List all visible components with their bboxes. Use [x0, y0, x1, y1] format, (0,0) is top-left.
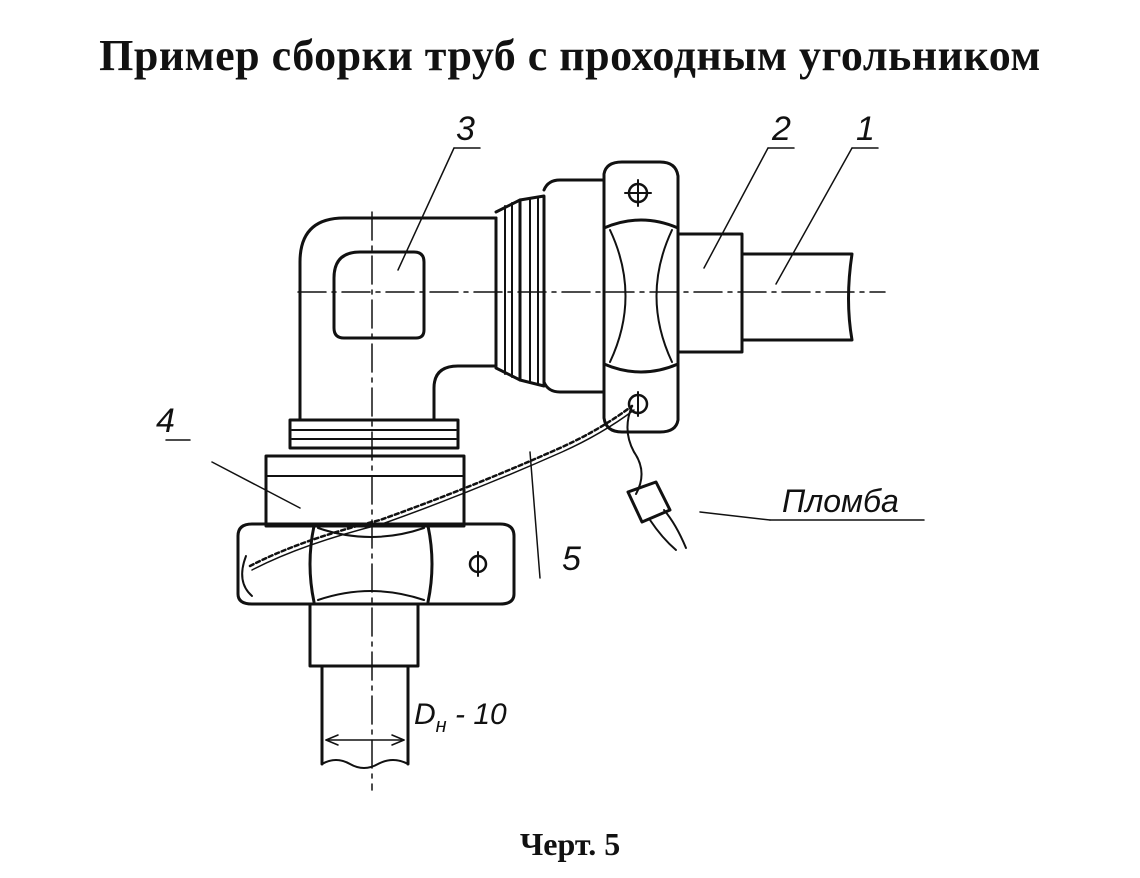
lower-hex-nut — [236, 522, 516, 606]
horizontal-threaded-nipple — [494, 178, 606, 394]
lower-union-body — [264, 454, 466, 528]
page-title: Пример сборки труб с проходным угольнико… — [99, 31, 1041, 80]
dimension-symbol: D — [414, 698, 436, 731]
leader-lines — [165, 147, 925, 579]
centerlines — [297, 211, 886, 791]
part-label-2: 2 — [771, 110, 791, 148]
lower-thread — [288, 418, 460, 450]
lower-pipe — [308, 602, 420, 769]
right-nipple-and-pipe — [676, 232, 854, 354]
lead-seal — [626, 480, 687, 551]
elbow-body — [298, 216, 498, 422]
part-label-1: 1 — [856, 110, 875, 148]
part-label-5: 5 — [562, 540, 581, 578]
dimension-subscript: н — [436, 715, 447, 737]
dimension-label: Dн - 10 — [414, 698, 507, 737]
dimension-value: - 10 — [447, 698, 507, 731]
figure-caption: Черт. 5 — [519, 826, 621, 862]
part-label-4: 4 — [156, 402, 175, 440]
locking-wire — [241, 404, 643, 597]
part-label-3: 3 — [456, 110, 475, 148]
seal-label: Пломба — [782, 483, 899, 519]
horizontal-hex-nut — [602, 160, 680, 434]
elbow-window — [332, 250, 426, 340]
